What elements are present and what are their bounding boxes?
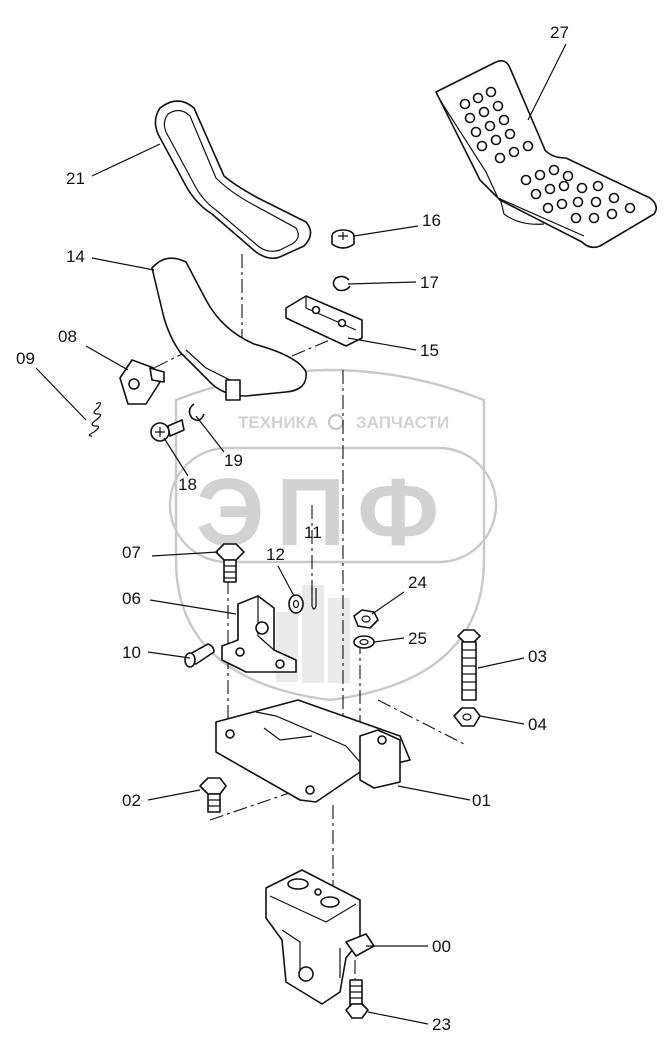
pin-10[interactable] bbox=[184, 643, 215, 668]
callout-16: 16 bbox=[422, 211, 441, 230]
callout-19: 19 bbox=[224, 451, 243, 470]
bolt-23[interactable] bbox=[345, 979, 369, 1019]
pedal-cover-21[interactable] bbox=[154, 100, 312, 260]
callout-27: 27 bbox=[550, 23, 569, 42]
callout-11: 11 bbox=[304, 523, 322, 542]
callout-18: 18 bbox=[178, 475, 197, 494]
pedal-pad-27[interactable] bbox=[435, 60, 658, 249]
callout-25: 25 bbox=[408, 629, 427, 648]
callout-15: 15 bbox=[420, 341, 439, 360]
callout-00: 00 bbox=[432, 937, 451, 956]
callout-01: 01 bbox=[472, 791, 491, 810]
base-plate-01[interactable] bbox=[215, 699, 411, 803]
callout-17: 17 bbox=[420, 273, 439, 292]
bracket-15[interactable] bbox=[285, 295, 363, 347]
bolt-07[interactable] bbox=[215, 543, 245, 583]
screw-18[interactable] bbox=[150, 419, 185, 442]
gear-icon bbox=[327, 413, 345, 431]
snap-ring-17[interactable] bbox=[332, 275, 351, 292]
pad-studs bbox=[459, 86, 636, 224]
bolt-02[interactable] bbox=[199, 777, 227, 813]
callout-07: 07 bbox=[122, 543, 141, 562]
callout-14: 14 bbox=[66, 247, 85, 266]
callout-04: 04 bbox=[528, 715, 547, 734]
callout-08: 08 bbox=[58, 327, 77, 346]
callout-06: 06 bbox=[122, 589, 141, 608]
link-08[interactable] bbox=[119, 359, 165, 405]
callout-03: 03 bbox=[528, 647, 547, 666]
callout-09: 09 bbox=[16, 349, 35, 368]
nut-24[interactable] bbox=[353, 609, 379, 629]
callout-02: 02 bbox=[122, 791, 141, 810]
callout-23: 23 bbox=[432, 1015, 451, 1034]
watermark-text-right: ЗАПЧАСТИ bbox=[356, 413, 449, 432]
screw-16[interactable] bbox=[331, 229, 355, 249]
spring-washer-25[interactable] bbox=[353, 635, 375, 649]
spring-09[interactable] bbox=[88, 402, 102, 437]
watermark: ТЕХНИКА ЗАПЧАСТИ ЭПФ bbox=[168, 368, 498, 702]
snap-ring-19[interactable] bbox=[188, 403, 205, 422]
watermark-text-left: ТЕХНИКА bbox=[238, 413, 318, 432]
callout-21: 21 bbox=[66, 169, 85, 188]
callout-labels: 27 21 16 14 17 08 15 09 19 18 11 07 12 2… bbox=[16, 23, 569, 1034]
lever-bracket-06[interactable] bbox=[221, 595, 297, 673]
cotter-pin-11[interactable] bbox=[311, 586, 317, 610]
nut-04[interactable] bbox=[453, 707, 481, 727]
callout-10: 10 bbox=[122, 643, 141, 662]
bolt-03[interactable] bbox=[457, 629, 481, 701]
pedal-plate-14[interactable] bbox=[151, 257, 307, 401]
callout-24: 24 bbox=[408, 573, 427, 592]
leader-lines bbox=[35, 43, 567, 1025]
valve-00[interactable] bbox=[265, 869, 375, 1005]
callout-12: 12 bbox=[266, 545, 285, 564]
washer-12[interactable] bbox=[288, 594, 304, 614]
